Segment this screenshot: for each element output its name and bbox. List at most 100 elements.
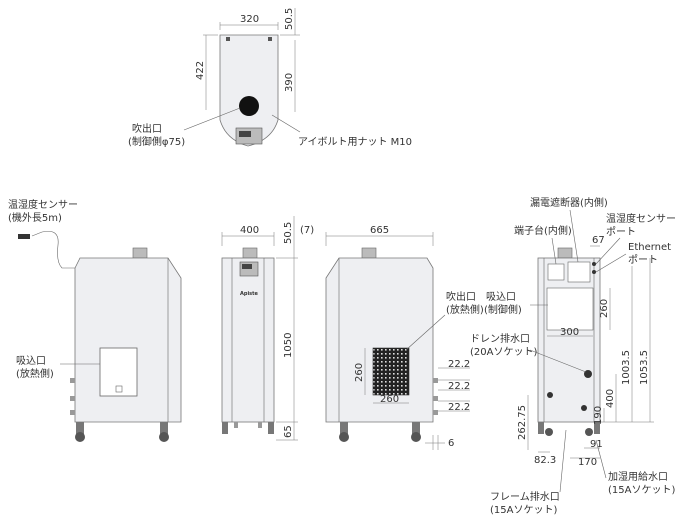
label-sensor-length: (機外長5m) xyxy=(8,211,62,224)
dim-right-22-2-a: 22.2 xyxy=(448,359,470,370)
dim-rear-82-3: 82.3 xyxy=(534,455,556,466)
rear-intake-panel xyxy=(546,287,594,331)
caster xyxy=(75,432,85,442)
label-intake-side: (放熱側) xyxy=(16,367,54,380)
eyebolt-nut xyxy=(226,37,230,41)
top-cap xyxy=(132,247,148,259)
caster xyxy=(258,422,262,428)
rear-view-body xyxy=(537,257,601,423)
dim-rear-1003-5: 1003.5 xyxy=(621,350,632,385)
label-right-outlet-side: (放熱側) xyxy=(446,303,484,316)
dim-rear-262-75: 262.75 xyxy=(517,405,528,440)
brand-logo: Apiste xyxy=(240,291,259,297)
side-port xyxy=(433,396,438,401)
label-humidifier-size: (15Aソケット) xyxy=(608,484,675,496)
dim-rear-170: 170 xyxy=(578,457,597,468)
label-eyebolt: アイボルト用ナット M10 xyxy=(298,136,412,148)
dim-top-422: 422 xyxy=(195,61,206,80)
dim-rear-400: 400 xyxy=(605,389,616,408)
label-drain-size: (20Aソケット) xyxy=(470,346,537,358)
dim-right-665: 665 xyxy=(370,225,389,236)
dim-rear-260: 260 xyxy=(599,299,610,318)
label-frame-drain: フレーム排水口 xyxy=(490,490,560,503)
caster xyxy=(585,428,593,436)
label-outlet: 吹出口 xyxy=(132,122,162,135)
outlet-circle xyxy=(239,96,259,116)
label-rear-intake-side: (制御側) xyxy=(484,303,522,316)
drain-outlet xyxy=(584,370,592,378)
terminal-block xyxy=(547,263,565,281)
dim-right-6: 6 xyxy=(448,438,454,449)
intake-latch xyxy=(115,385,123,393)
rear-view: 漏電遮断器(内側) 端子台(内側) 温湿度センサー ポート Ethernet ポ… xyxy=(470,196,676,516)
dim-front-width: 400 xyxy=(240,225,259,236)
front-view-body xyxy=(221,257,275,423)
dim-rear-1053-5: 1053.5 xyxy=(639,350,650,385)
label-terminal: 端子台(内側) xyxy=(514,224,572,237)
label-ethernet-2: ポート xyxy=(628,254,658,266)
caster xyxy=(222,422,228,434)
dim-top-50-5: 50.5 xyxy=(284,8,295,30)
label-humidifier: 加湿用給水口 xyxy=(608,470,668,483)
eyebolt-nut xyxy=(268,37,272,41)
caster xyxy=(160,422,168,434)
side-port xyxy=(70,396,75,401)
dim-rear-67: 67 xyxy=(592,235,605,246)
dim-right-7: (7) xyxy=(300,225,314,236)
side-port xyxy=(433,410,438,415)
caster xyxy=(538,422,544,434)
dim-right-260-h: 260 xyxy=(354,363,365,382)
dim-rear-300: 300 xyxy=(560,327,579,338)
top-view-body xyxy=(219,34,279,147)
top-cap xyxy=(361,247,377,259)
dim-right-22-2-b: 22.2 xyxy=(448,381,470,392)
caster xyxy=(412,422,420,434)
caster xyxy=(234,422,238,428)
intake-panel xyxy=(99,347,138,397)
dim-front-50-5: 50.5 xyxy=(283,222,294,244)
label-drain: ドレン排水口 xyxy=(470,332,530,345)
caster xyxy=(268,422,274,434)
sensor-probe-icon xyxy=(18,234,30,239)
humidifier-inlet xyxy=(581,405,587,411)
dim-rear-91: 91 xyxy=(590,439,603,450)
dim-front-65: 65 xyxy=(283,425,294,438)
ethernet-port xyxy=(592,270,596,274)
breaker-box xyxy=(567,261,591,283)
label-breaker: 漏電遮断器(内側) xyxy=(530,196,608,209)
sensor-port xyxy=(592,262,596,266)
caster xyxy=(340,422,348,434)
caster xyxy=(411,432,421,442)
label-rear-intake: 吸込口 xyxy=(486,291,516,303)
side-port xyxy=(433,378,438,383)
caster xyxy=(339,432,349,442)
dim-top-390: 390 xyxy=(284,73,295,92)
dim-front-1050: 1050 xyxy=(283,333,294,358)
label-intake: 吸込口 xyxy=(16,355,46,367)
side-port xyxy=(70,410,75,415)
front-view: Apiste 400 50.5 1050 65 xyxy=(221,216,298,441)
dim-rear-190: 190 xyxy=(593,406,604,425)
outlet-grille xyxy=(372,347,410,396)
caster xyxy=(159,432,169,442)
caster xyxy=(594,422,600,434)
dim-right-260-w: 260 xyxy=(380,394,399,405)
top-view: 320 50.5 422 390 吹出口 (制御側φ75) アイボルト用ナット … xyxy=(128,8,412,148)
label-outlet-note: (制御側φ75) xyxy=(128,135,185,148)
dim-top-width: 320 xyxy=(240,14,259,25)
top-cap xyxy=(242,247,258,259)
sensor-cable xyxy=(31,231,75,269)
dim-right-22-2-c: 22.2 xyxy=(448,402,470,413)
control-panel-screen xyxy=(242,264,252,269)
label-sensor-port-2: ポート xyxy=(606,226,636,238)
label-ethernet: Ethernet xyxy=(628,242,671,253)
control-panel-screen xyxy=(239,131,251,137)
left-view-body xyxy=(74,257,182,423)
left-view: 温湿度センサー (機外長5m) 吸込口 (放熱側) xyxy=(8,198,182,442)
side-port xyxy=(70,378,75,383)
label-sensor: 温湿度センサー xyxy=(8,198,78,211)
label-right-outlet: 吹出口 xyxy=(446,290,476,303)
frame-drain-outlet xyxy=(547,392,553,398)
top-cap xyxy=(557,247,573,259)
